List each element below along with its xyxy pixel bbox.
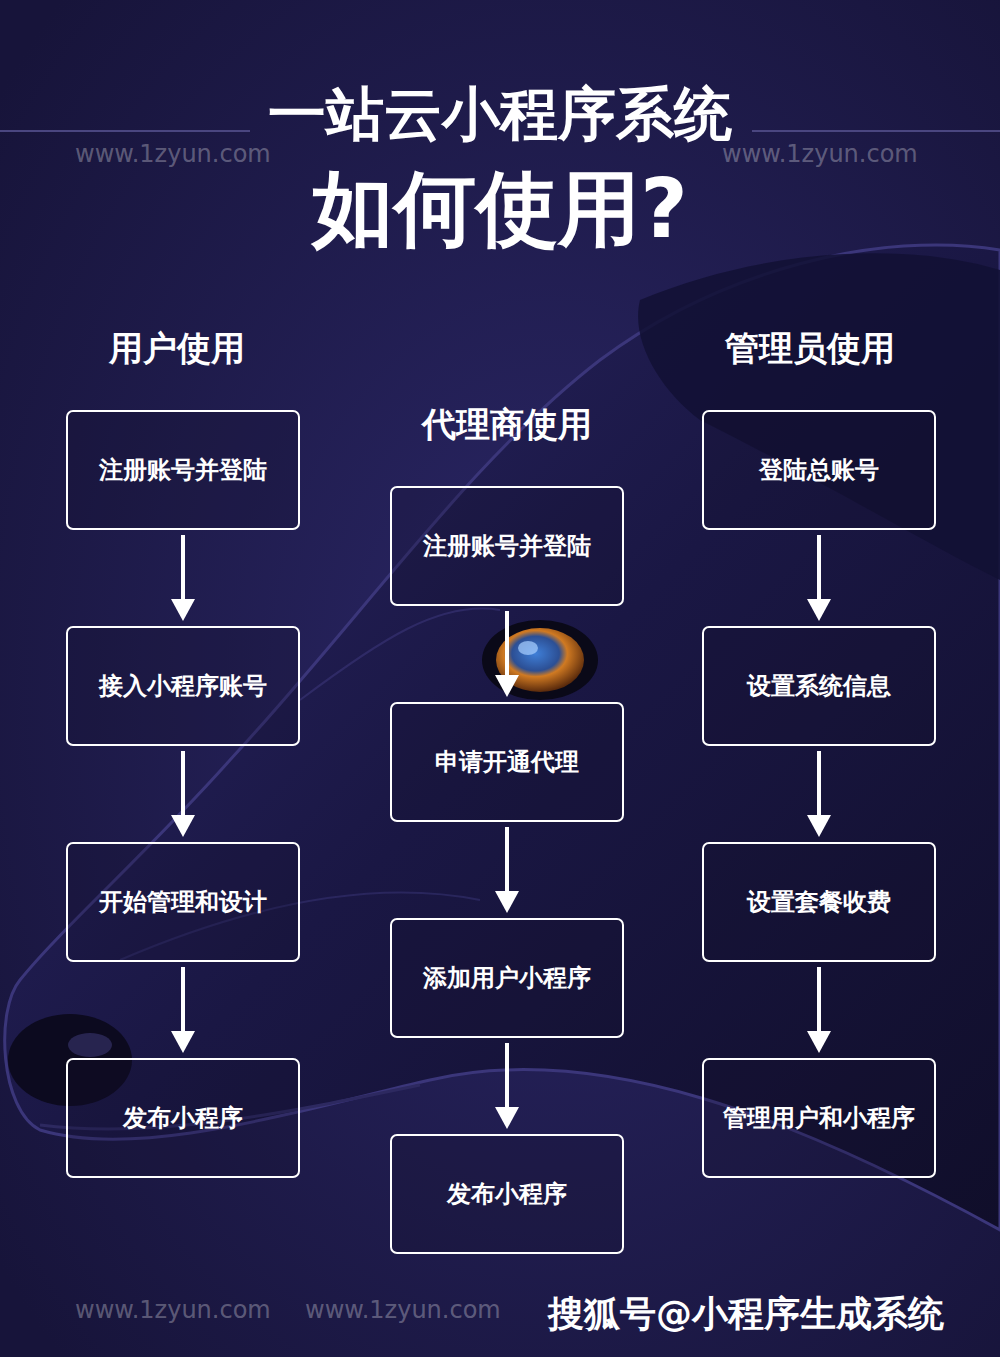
arrow-head [807,599,831,621]
arrow-shaft [505,1043,509,1109]
arrow-head [495,675,519,697]
watermark: www.1zyun.com [75,140,315,169]
step-text: 注册账号并登陆 [423,531,591,561]
flow-arrow [171,751,195,837]
fur-line [300,608,500,700]
process-box: 注册账号并登陆 [66,410,300,530]
title-text: 一站云小程序系统 [0,80,1000,150]
arrow-head [171,599,195,621]
process-box: 设置系统信息 [702,626,936,746]
column-heading: 用户使用 [47,328,307,369]
flow-arrow [807,535,831,621]
column-heading: 代理商使用 [377,404,637,445]
arrow-head [495,891,519,913]
arrow-shaft [181,751,185,817]
dog-head [5,245,1000,1230]
flow-arrow [171,967,195,1053]
watermark: www.1zyun.com [75,1296,295,1325]
step-text: 管理用户和小程序 [723,1103,915,1133]
flow-arrow [495,1043,519,1129]
rule-line [0,130,250,132]
step-text: 开始管理和设计 [99,887,267,917]
step-text: 发布小程序 [447,1179,567,1209]
process-box: 注册账号并登陆 [390,486,624,606]
flow-arrow [807,751,831,837]
flow-arrow [807,967,831,1053]
step-text: 发布小程序 [123,1103,243,1133]
process-box: 发布小程序 [66,1058,300,1178]
arrow-shaft [505,827,509,893]
dog-ear [638,253,1000,580]
column-heading: 管理员使用 [680,328,940,369]
flow-arrow [495,827,519,913]
step-text: 设置套餐收费 [747,887,891,917]
process-box: 管理用户和小程序 [702,1058,936,1178]
arrow-head [171,1031,195,1053]
eye-highlight [518,641,538,655]
arrow-head [495,1107,519,1129]
step-text: 申请开通代理 [435,747,579,777]
flow-arrow [495,611,519,697]
process-box: 添加用户小程序 [390,918,624,1038]
arrow-shaft [817,751,821,817]
eye-socket [482,620,598,700]
arrow-shaft [817,535,821,601]
process-box: 接入小程序账号 [66,626,300,746]
step-text: 添加用户小程序 [423,963,591,993]
rule-line [752,130,1000,132]
arrow-shaft [817,967,821,1033]
subtitle-text: 如何使用? [0,160,1000,258]
process-box: 开始管理和设计 [66,842,300,962]
step-text: 登陆总账号 [759,455,879,485]
process-box: 登陆总账号 [702,410,936,530]
watermark: www.1zyun.com [305,1296,525,1325]
nose-highlight [68,1033,112,1057]
arrow-shaft [181,967,185,1033]
step-text: 设置系统信息 [747,671,891,701]
step-text: 接入小程序账号 [99,671,267,701]
process-box: 发布小程序 [390,1134,624,1254]
arrow-head [807,1031,831,1053]
watermark: www.1zyun.com [722,140,962,169]
arrow-head [171,815,195,837]
process-box: 设置套餐收费 [702,842,936,962]
arrow-shaft [505,611,509,677]
step-text: 注册账号并登陆 [99,455,267,485]
arrow-head [807,815,831,837]
flow-arrow [171,535,195,621]
source-credit: 搜狐号@小程序生成系统 [548,1292,992,1335]
arrow-shaft [181,535,185,601]
process-box: 申请开通代理 [390,702,624,822]
